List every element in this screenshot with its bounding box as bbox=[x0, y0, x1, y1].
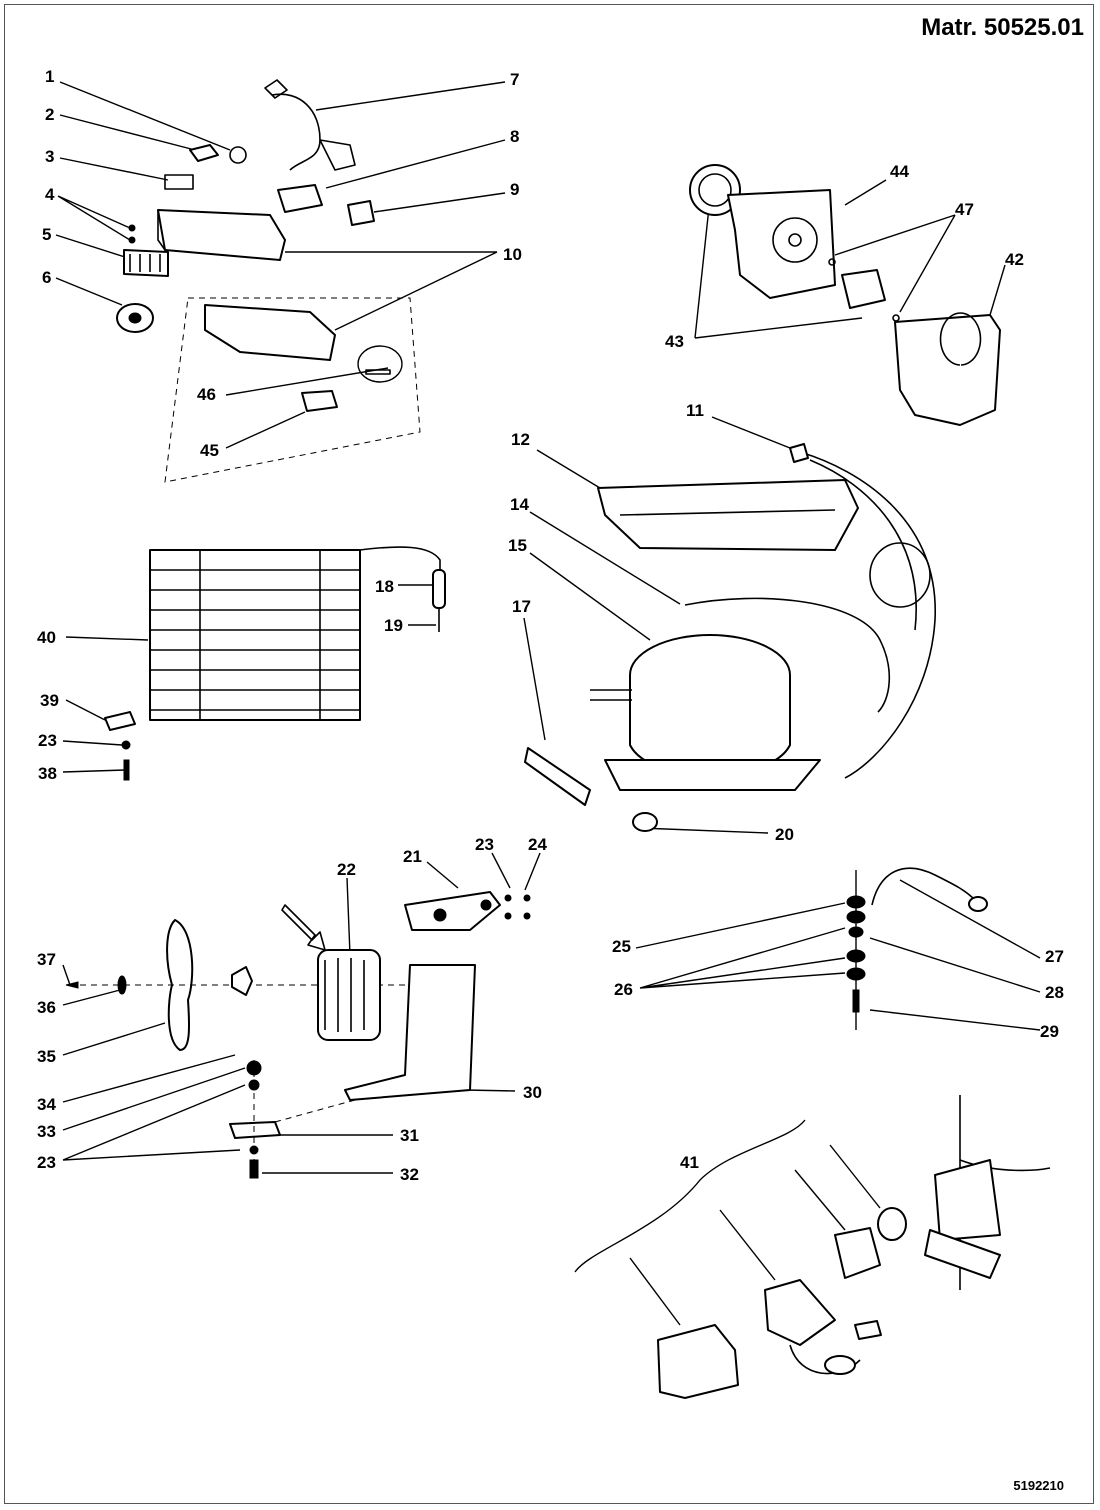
earth-wire-group bbox=[635, 867, 1041, 1031]
condenser-group bbox=[62, 546, 446, 781]
callout-44: 44 bbox=[890, 162, 909, 181]
callout-7: 7 bbox=[510, 70, 519, 89]
callout-23-condenser: 23 bbox=[38, 731, 57, 750]
evaporator-fan-group bbox=[689, 164, 1006, 426]
callout-14: 14 bbox=[510, 495, 529, 514]
callout-21: 21 bbox=[403, 847, 422, 866]
callout-23-clamp: 23 bbox=[475, 835, 494, 854]
callout-3: 3 bbox=[45, 147, 54, 166]
callout-45: 45 bbox=[200, 441, 219, 460]
callout-6: 6 bbox=[42, 268, 51, 287]
callout-33: 33 bbox=[37, 1122, 56, 1141]
callout-30: 30 bbox=[523, 1083, 542, 1102]
callout-4: 4 bbox=[45, 185, 55, 204]
callout-15: 15 bbox=[508, 536, 527, 555]
callout-11: 11 bbox=[686, 401, 704, 420]
material-number: Matr. 50525.01 bbox=[921, 14, 1084, 41]
thermostat-group bbox=[55, 79, 506, 483]
callout-36: 36 bbox=[37, 998, 56, 1017]
callout-47: 47 bbox=[955, 200, 974, 219]
callout-9: 9 bbox=[510, 180, 519, 199]
callout-43: 43 bbox=[665, 332, 684, 351]
callout-20: 20 bbox=[775, 825, 794, 844]
callout-25: 25 bbox=[612, 937, 631, 956]
drawing-number: 5192210 bbox=[1013, 1478, 1064, 1493]
callout-34: 34 bbox=[37, 1095, 56, 1114]
condenser-fan-group bbox=[62, 852, 541, 1180]
callout-22: 22 bbox=[337, 860, 356, 879]
callout-24: 24 bbox=[528, 835, 547, 854]
callout-1: 1 bbox=[45, 67, 54, 86]
callout-10: 10 bbox=[503, 245, 522, 264]
callout-31: 31 bbox=[400, 1126, 419, 1145]
compressor-group bbox=[523, 416, 936, 834]
callout-42: 42 bbox=[1005, 250, 1024, 269]
callout-8: 8 bbox=[510, 127, 519, 146]
callout-5: 5 bbox=[42, 225, 51, 244]
callout-27: 27 bbox=[1045, 947, 1064, 966]
callout-29: 29 bbox=[1040, 1022, 1059, 1041]
callout-labels: 1 2 3 4 5 6 7 8 9 10 11 12 14 15 17 18 1… bbox=[37, 67, 1064, 1184]
callout-18: 18 bbox=[375, 577, 394, 596]
drawing-frame bbox=[4, 4, 1094, 1504]
callout-41: 41 bbox=[680, 1153, 699, 1172]
callout-40: 40 bbox=[37, 628, 56, 647]
callout-28: 28 bbox=[1045, 983, 1064, 1002]
callout-19: 19 bbox=[384, 616, 403, 635]
start-relay-group bbox=[574, 1095, 1051, 1399]
callout-2: 2 bbox=[45, 105, 54, 124]
callout-37: 37 bbox=[37, 950, 56, 969]
callout-12: 12 bbox=[511, 430, 530, 449]
callout-26: 26 bbox=[614, 980, 633, 999]
callout-46: 46 bbox=[197, 385, 216, 404]
callout-17: 17 bbox=[512, 597, 531, 616]
callout-39: 39 bbox=[40, 691, 59, 710]
callout-38: 38 bbox=[38, 764, 57, 783]
callout-32: 32 bbox=[400, 1165, 419, 1184]
callout-35: 35 bbox=[37, 1047, 56, 1066]
callout-23-bracket: 23 bbox=[37, 1153, 56, 1172]
